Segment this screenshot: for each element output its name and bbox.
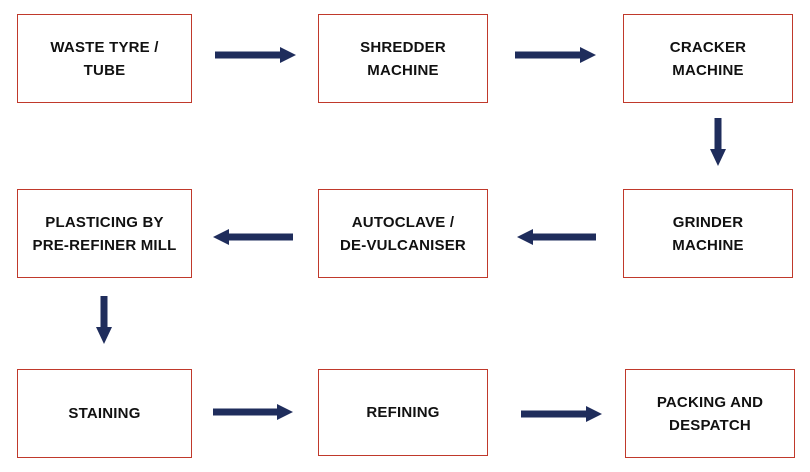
- arrow-waste-to-shredder: [215, 47, 296, 63]
- node-label: PLASTICING BY PRE-REFINER MILL: [32, 213, 177, 254]
- node-label: WASTE TYRE / TUBE: [50, 38, 159, 79]
- node-cracker-machine: CRACKER MACHINE: [623, 14, 793, 103]
- node-label: CRACKER MACHINE: [669, 38, 747, 79]
- node-packing-and-despatch: PACKING AND DESPATCH: [625, 369, 795, 458]
- node-label: PACKING AND DESPATCH: [656, 393, 764, 434]
- arrow-staining-to-refining: [213, 404, 293, 420]
- node-refining: REFINING: [318, 369, 488, 456]
- arrow-cracker-to-grinder: [710, 118, 726, 166]
- node-autoclave-de-vulcaniser: AUTOCLAVE / DE-VULCANISER: [318, 189, 488, 278]
- node-grinder-machine: GRINDER MACHINE: [623, 189, 793, 278]
- node-label: REFINING: [366, 404, 440, 421]
- node-label: SHREDDER MACHINE: [360, 38, 446, 79]
- node-label: AUTOCLAVE / DE-VULCANISER: [340, 213, 466, 254]
- arrow-shredder-to-cracker: [515, 47, 596, 63]
- node-label: GRINDER MACHINE: [672, 213, 744, 254]
- node-staining: STAINING: [17, 369, 192, 458]
- arrow-grinder-to-autoclave: [517, 229, 596, 245]
- arrow-plasticing-to-staining: [96, 296, 112, 344]
- arrow-refining-to-packing: [521, 406, 602, 422]
- node-label: STAINING: [68, 405, 141, 422]
- arrow-autoclave-to-plasticing: [213, 229, 293, 245]
- node-plasticing-pre-refiner-mill: PLASTICING BY PRE-REFINER MILL: [17, 189, 192, 278]
- node-shredder-machine: SHREDDER MACHINE: [318, 14, 488, 103]
- node-waste-tyre-tube: WASTE TYRE / TUBE: [17, 14, 192, 103]
